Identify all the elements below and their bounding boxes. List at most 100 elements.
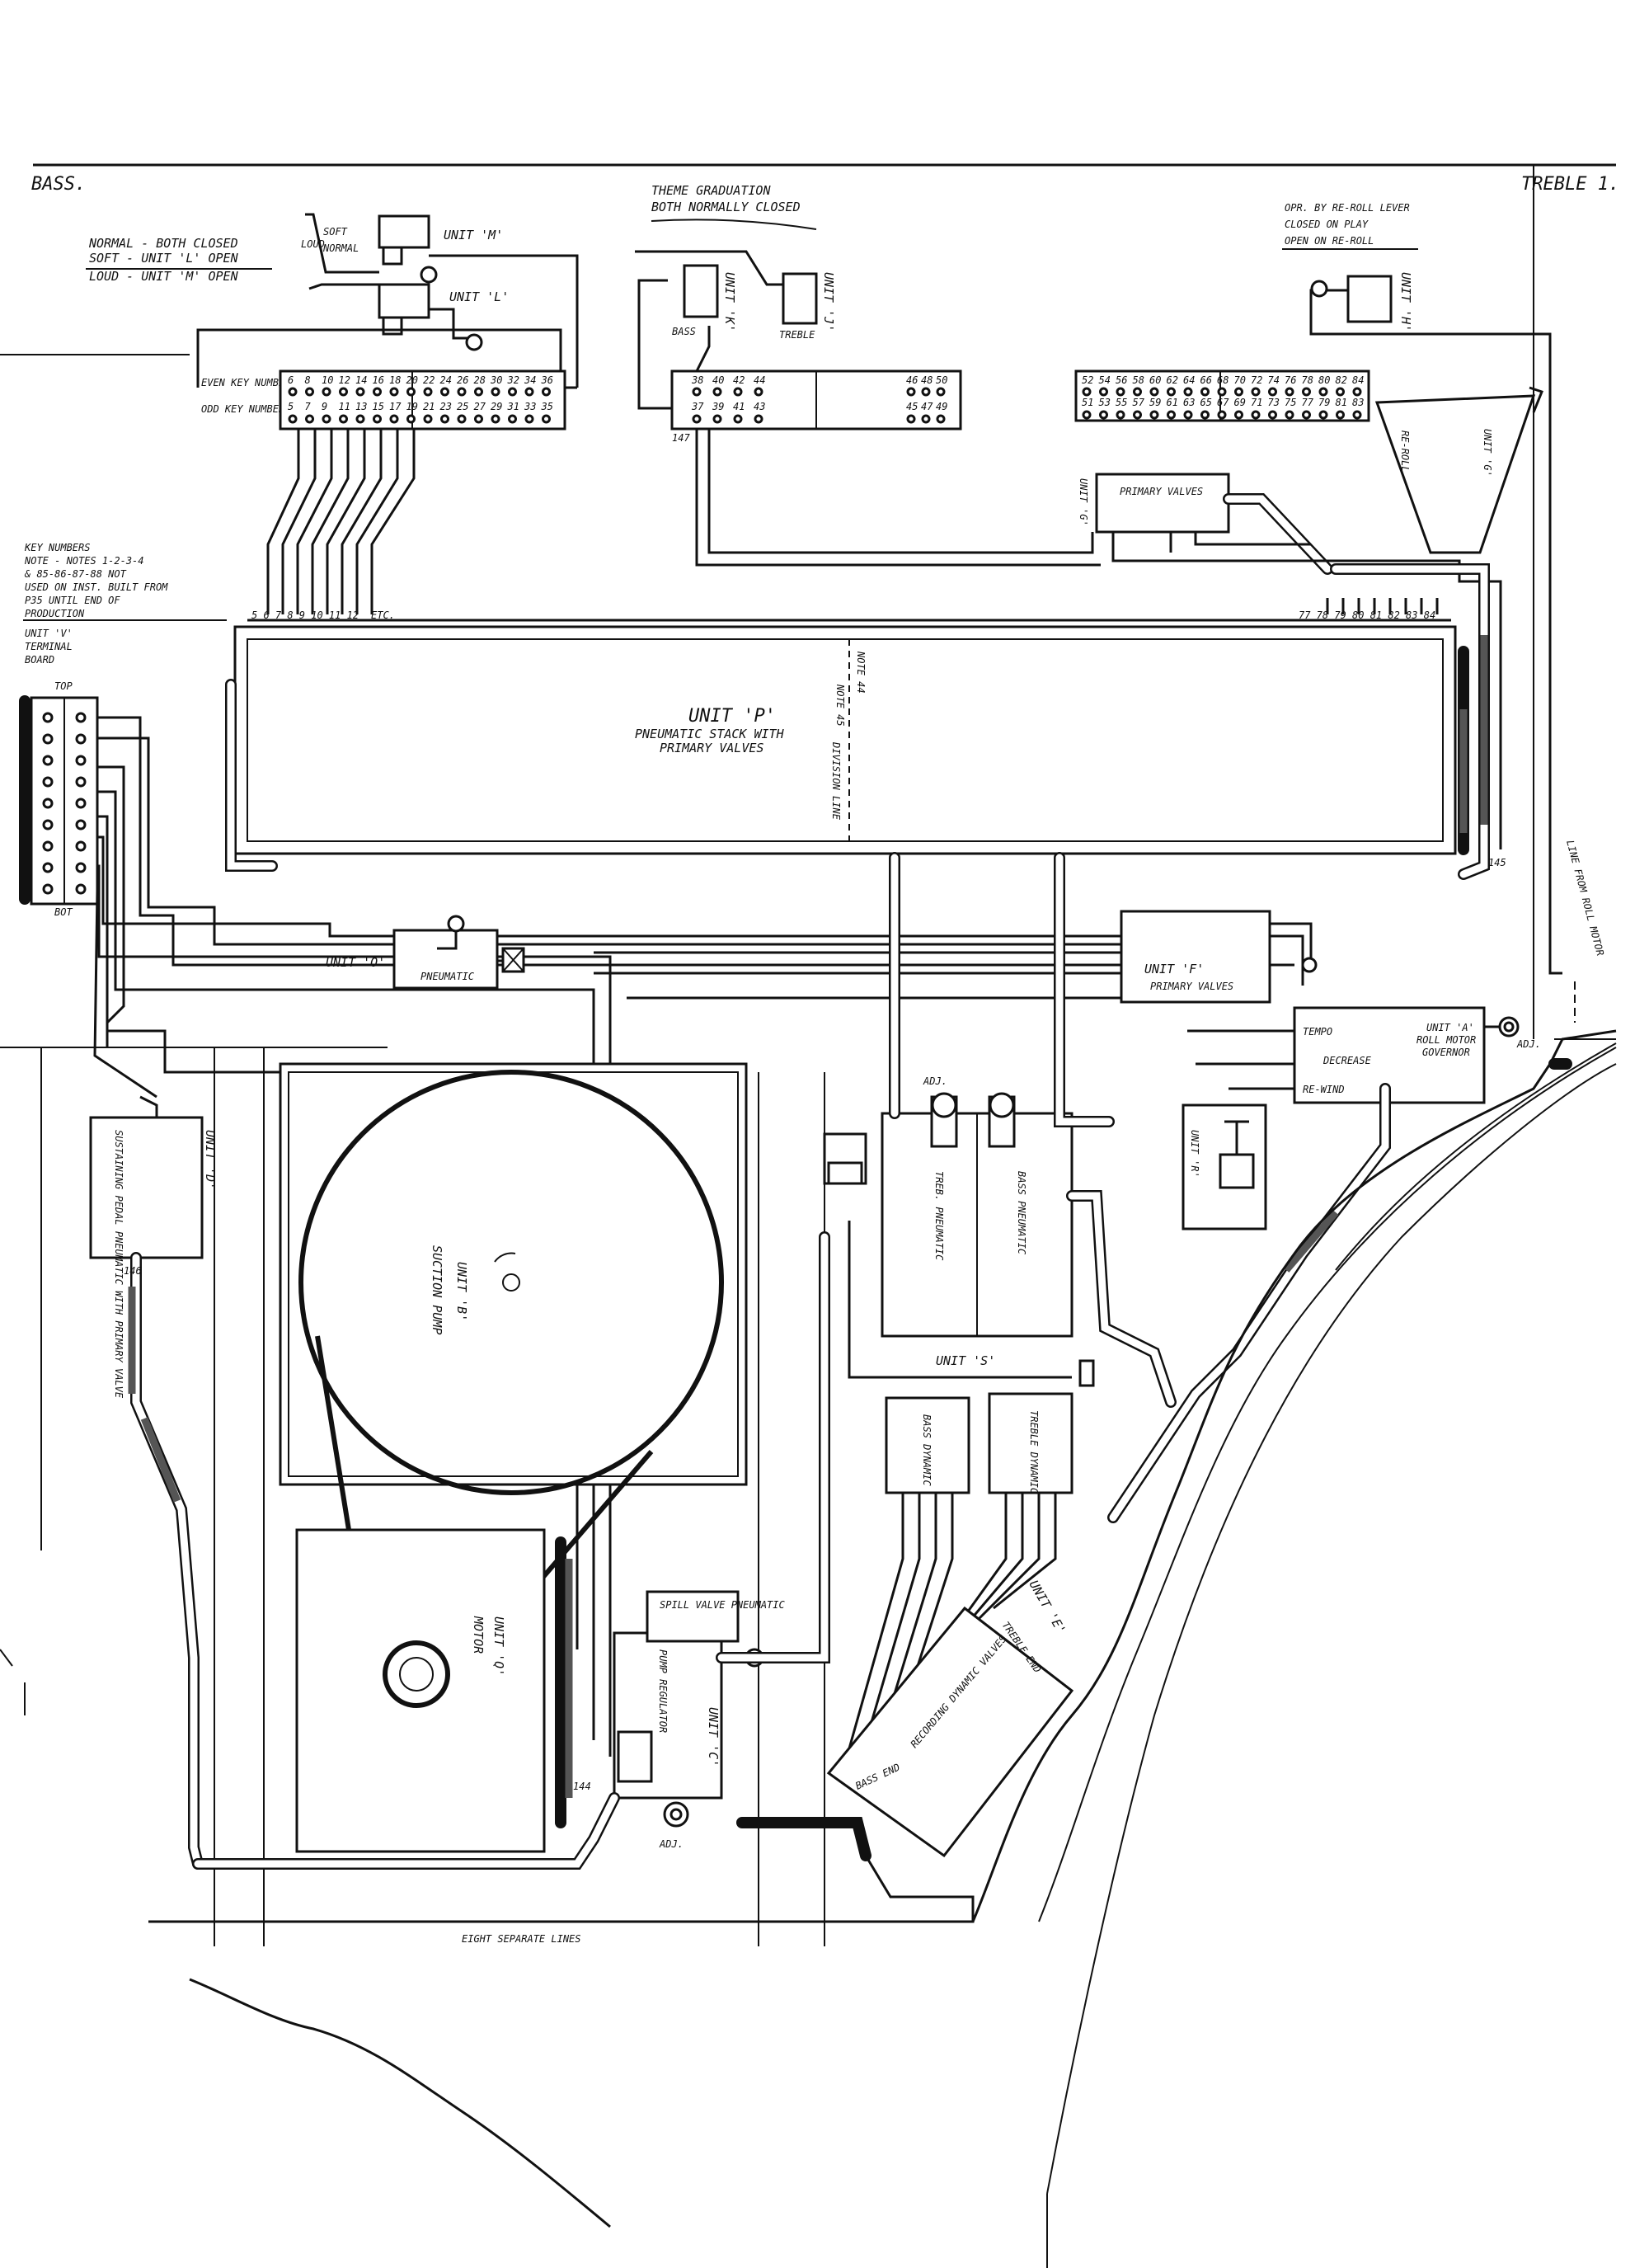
treble-dynamic-label: TREBLE DYNAMIC — [1028, 1410, 1040, 1494]
right-top-number: 78 — [1302, 374, 1313, 386]
even-key-number: 32 — [507, 374, 519, 386]
unit-s-label: UNIT 'S' — [936, 1353, 995, 1368]
terminal-hole — [75, 840, 87, 852]
odd-key-number: 9 — [322, 401, 327, 412]
tag-145: 145 — [1488, 857, 1506, 868]
right-bot-number: 65 — [1200, 397, 1212, 408]
right-top-hole — [1352, 387, 1362, 397]
theme-right-top-hole — [936, 387, 946, 397]
dynamic-line — [868, 1493, 921, 1729]
theme-graduation-label: THEME GRADUATION — [651, 183, 771, 198]
right-top-number: 66 — [1200, 374, 1212, 386]
right-bot-number: 67 — [1217, 397, 1229, 408]
eight-lines-label: EIGHT SEPARATE LINES — [462, 1933, 581, 1945]
right-bot-number: 51 — [1082, 397, 1093, 408]
dynamic-line — [951, 1493, 1024, 1642]
even-key-number: 18 — [389, 374, 401, 386]
odd-key-hole — [373, 414, 382, 424]
right-bot-hole — [1183, 410, 1193, 420]
right-bot-hole — [1167, 410, 1176, 420]
soft-note: SOFT - UNIT 'L' OPEN — [89, 251, 239, 266]
theme-right-top-number: 50 — [936, 374, 947, 386]
treble-dynamic: TREBLE DYNAMIC — [988, 1392, 1073, 1494]
unit-f-valves: PRIMARY VALVES — [1150, 981, 1233, 992]
theme-right-bot-number: 49 — [936, 401, 947, 412]
odd-key-hole — [508, 414, 517, 424]
stack-right-numbers: 77 78 79 80 81 82 83 84 — [1299, 609, 1435, 621]
right-top-hole — [1116, 387, 1125, 397]
odd-key-hole — [322, 414, 331, 424]
right-bot-number: 57 — [1133, 397, 1145, 408]
odd-key-hole — [339, 414, 348, 424]
unit-h-label: UNIT 'H' — [1398, 272, 1413, 332]
tracker-tube — [370, 429, 416, 614]
terminal-hole — [42, 776, 54, 788]
key-note-5: P35 UNTIL END OF — [25, 595, 120, 606]
theme-top-hole — [754, 387, 763, 397]
right-top-hole — [1082, 387, 1092, 397]
regulator-label: PUMP REGULATOR — [657, 1649, 669, 1733]
right-bot-hole — [1099, 410, 1108, 420]
even-key-hole — [373, 387, 382, 397]
right-bot-number: 53 — [1099, 397, 1111, 408]
re-roll-note-3: OPEN ON RE-ROLL — [1285, 235, 1374, 247]
terminal-hole — [75, 733, 87, 745]
frame — [0, 163, 1616, 1946]
odd-key-number: 33 — [524, 401, 536, 412]
right-top-number: 74 — [1268, 374, 1280, 386]
theme-top-number: 40 — [712, 374, 724, 386]
odd-key-hole — [305, 414, 314, 424]
unit-p-desc-1: PNEUMATIC STACK WITH — [635, 727, 785, 741]
even-key-number: 28 — [474, 374, 486, 386]
theme-bot-number: 37 — [691, 401, 704, 412]
right-top-hole — [1167, 387, 1176, 397]
right-bot-hole — [1352, 410, 1362, 420]
dynamic-line — [993, 1493, 1057, 1610]
stack-etc: ETC. — [371, 609, 395, 621]
unit-m-label: UNIT 'M' — [444, 228, 503, 242]
terminal-holes — [42, 712, 87, 895]
odd-key-number: 35 — [541, 401, 553, 412]
bass-dynamic: BASS DYNAMIC — [885, 1396, 970, 1494]
right-bot-hole — [1149, 410, 1159, 420]
unit-d: UNIT 'D' SUSTAINING PEDAL PNEUMATIC WITH… — [89, 1095, 218, 1870]
even-key-hole — [508, 387, 517, 397]
odd-key-hole — [355, 414, 365, 424]
spill-valve-label: SPILL VALVE PNEUMATIC — [660, 1599, 785, 1611]
note-45-label: NOTE 45 — [834, 684, 846, 727]
odd-key-number: 21 — [423, 401, 435, 412]
odd-key-hole — [389, 414, 399, 424]
soft-valve-label: SOFT — [323, 226, 348, 238]
re-roll-label: RE-ROLL — [1399, 431, 1411, 473]
unit-g-label: UNIT 'G' — [1482, 429, 1493, 477]
key-note-3: & 85-86-87-88 NOT — [24, 568, 127, 580]
theme-bass-label: BASS — [672, 326, 696, 337]
right-bot-hole — [1200, 410, 1210, 420]
tracker-tubes-left — [266, 429, 416, 614]
stack-left-numbers: 5 6 7 8 9 10 11 12 — [251, 609, 359, 621]
theme-top-number: 42 — [733, 374, 745, 386]
right-bot-number: 69 — [1234, 397, 1246, 408]
right-top-number: 70 — [1234, 374, 1246, 386]
right-top-hole — [1183, 387, 1193, 397]
dynamic-line — [848, 1493, 904, 1749]
odd-key-number: 19 — [406, 401, 418, 412]
theme-right-bot-hole — [906, 414, 916, 424]
right-top-hole — [1200, 387, 1210, 397]
odd-key-number: 13 — [355, 401, 367, 412]
right-bot-number: 77 — [1302, 397, 1314, 408]
adj-label-3: ADJ. — [923, 1075, 947, 1087]
right-bot-hole — [1217, 410, 1227, 420]
even-key-label: EVEN KEY NUMBERS — [201, 377, 297, 388]
unit-v-label: UNIT 'V' — [25, 628, 73, 639]
normal-note: NORMAL - BOTH CLOSED — [88, 236, 238, 251]
right-top-number: 60 — [1149, 374, 1161, 386]
unit-j: UNIT 'J' TREBLE — [779, 272, 836, 341]
primary-valves-top-unit: UNIT 'G' — [1078, 478, 1089, 526]
